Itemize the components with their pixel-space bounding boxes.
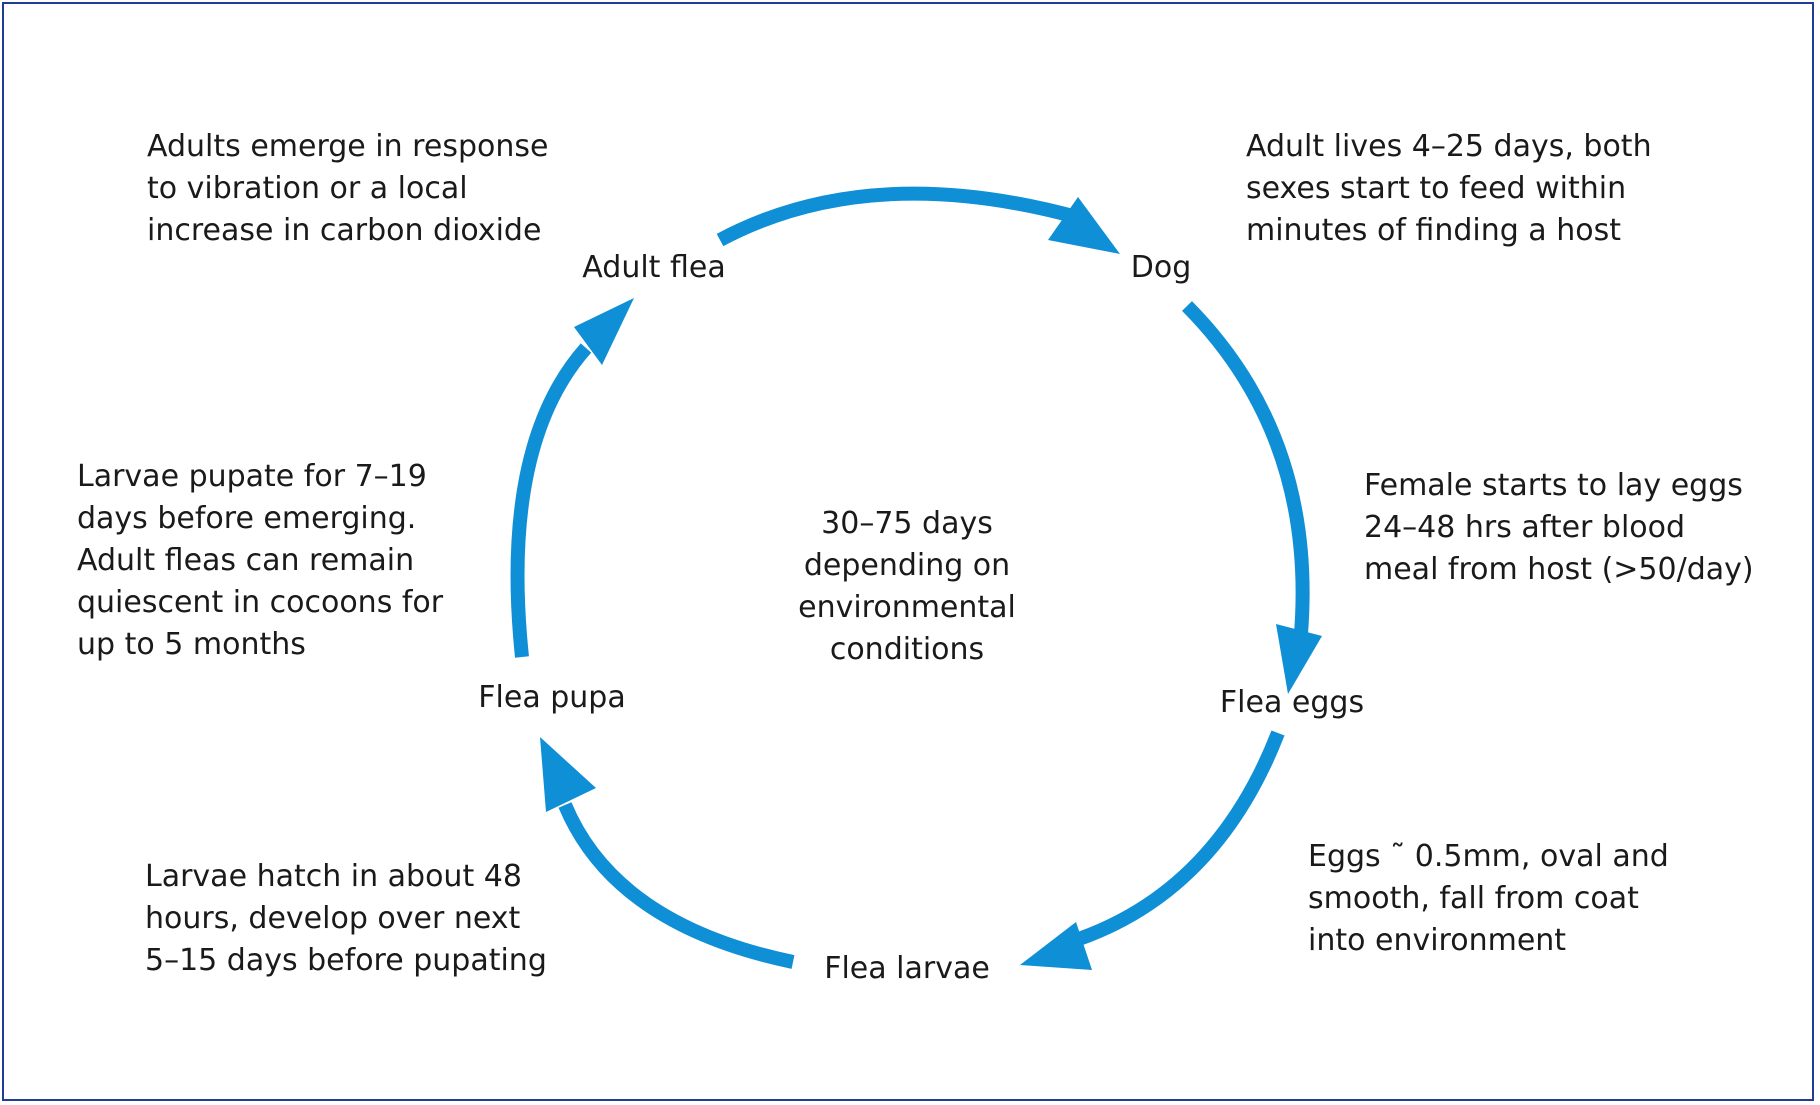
note-line: quiescent in cocoons for (77, 585, 444, 620)
note-line: Female starts to lay eggs (1364, 468, 1743, 503)
center-line: depending on (803, 548, 1011, 583)
note-line: Eggs ˜ 0.5mm, oval and (1308, 839, 1669, 874)
note-adults-emerge: Adults emerge in response to vibration o… (147, 126, 548, 252)
stage-dog: Dog (1130, 250, 1192, 285)
note-female-lays: Female starts to lay eggs 24–48 hrs afte… (1364, 465, 1754, 591)
cycle-duration-note: 30–75 days depending on environmental co… (798, 503, 1016, 671)
stage-flea-eggs: Flea eggs (1219, 685, 1365, 720)
arrow-flea-larvae-to-flea-pupa (540, 737, 795, 969)
note-line: to vibration or a local (147, 171, 468, 206)
stage-adult-flea: Adult flea (582, 250, 726, 285)
stage-flea-larvae: Flea larvae (824, 951, 990, 986)
note-line: days before emerging. (77, 501, 417, 536)
note-line: Larvae pupate for 7–19 (77, 459, 427, 494)
center-line: 30–75 days (821, 506, 993, 541)
note-line: 24–48 hrs after blood (1364, 510, 1686, 545)
note-eggs: Eggs ˜ 0.5mm, oval and smooth, fall from… (1308, 836, 1669, 962)
note-larvae-pupate: Larvae pupate for 7–19 days before emerg… (77, 456, 443, 666)
arrow-flea-pupa-to-adult-flea (510, 298, 634, 658)
center-line: environmental (798, 590, 1016, 625)
arrow-dog-to-flea-eggs (1182, 301, 1322, 694)
note-line: Adults emerge in response (147, 129, 549, 164)
note-line: 5–15 days before pupating (145, 943, 547, 978)
note-line: Larvae hatch in about 48 (145, 859, 522, 894)
note-line: minutes of finding a host (1246, 213, 1621, 248)
note-line: meal from host (>50/day) (1364, 552, 1754, 587)
note-line: hours, develop over next (145, 901, 521, 936)
note-line: Adult fleas can remain (77, 543, 415, 578)
note-larvae-hatch: Larvae hatch in about 48 hours, develop … (145, 856, 547, 982)
arrow-adult-flea-to-dog (716, 186, 1120, 254)
note-line: into environment (1308, 923, 1567, 958)
note-line: smooth, fall from coat (1308, 881, 1639, 916)
note-line: increase in carbon dioxide (147, 213, 542, 248)
note-line: up to 5 months (77, 627, 306, 662)
center-line: conditions (829, 632, 985, 667)
arrow-flea-eggs-to-flea-larvae (1020, 730, 1285, 970)
stage-flea-pupa: Flea pupa (478, 680, 626, 715)
note-line: Adult lives 4–25 days, both (1246, 129, 1652, 164)
note-line: sexes start to feed within (1246, 171, 1627, 206)
note-adult-lives: Adult lives 4–25 days, both sexes start … (1246, 126, 1652, 252)
